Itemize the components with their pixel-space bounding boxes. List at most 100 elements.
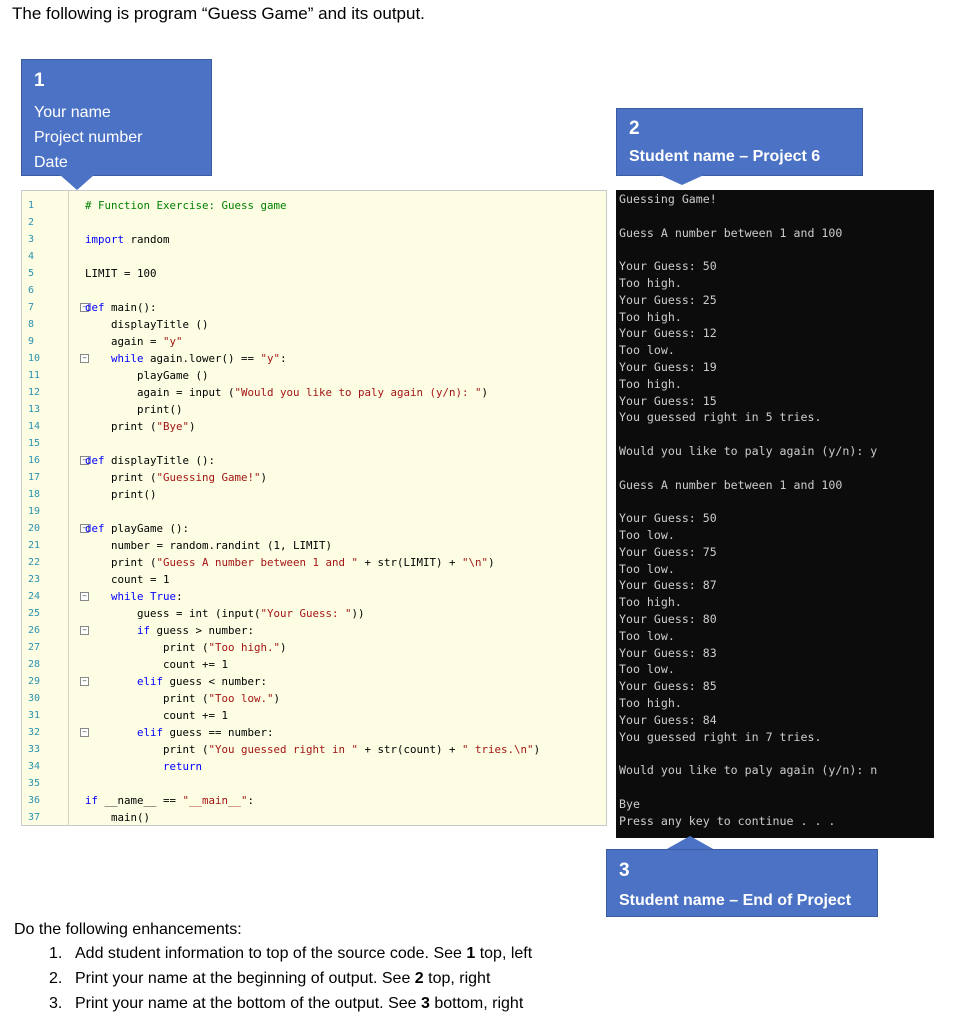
code-line: 10 − while again.lower() == "y":	[22, 350, 606, 367]
line-number: 12	[28, 387, 41, 398]
line-number: 20	[28, 523, 41, 534]
code-text: guess = int (input("Your Guess: "))	[85, 607, 365, 620]
code-line: 19	[22, 503, 606, 520]
fold-toggle-icon[interactable]: −	[80, 303, 89, 312]
code-line: 30 print ("Too low.")	[22, 690, 606, 707]
console-line: Your Guess: 50	[619, 511, 717, 526]
code-text: def playGame ():	[85, 522, 190, 535]
console-line: Guessing Game!	[619, 192, 717, 206]
code-line: 15	[22, 435, 606, 452]
line-number: 7	[28, 302, 35, 313]
line-number: 19	[28, 506, 41, 517]
fold-toggle-icon[interactable]: −	[80, 626, 89, 635]
line-number: 23	[28, 574, 41, 585]
code-text: print ("Too high.")	[85, 641, 287, 654]
fold-toggle-icon[interactable]: −	[80, 354, 89, 363]
line-number: 22	[28, 557, 41, 568]
callout-3-text: Student name – End of Project	[619, 892, 852, 909]
task-text-end: top, left	[475, 945, 533, 962]
fold-toggle-icon[interactable]: −	[80, 456, 89, 465]
console-line: Too high.	[619, 376, 682, 391]
line-number: 11	[28, 370, 41, 381]
fold-toggle-icon[interactable]: −	[80, 524, 89, 533]
task-item: 1.Add student information to top of the …	[49, 945, 532, 963]
console-line: You guessed right in 5 tries.	[619, 410, 822, 425]
line-number: 14	[28, 421, 41, 432]
callout-1: 1 Your name Project number Date	[21, 59, 212, 176]
line-number: 13	[28, 404, 41, 415]
console-line: Your Guess: 12	[619, 326, 717, 341]
console-line: Would you like to paly again (y/n): n	[619, 763, 878, 778]
code-text: def main():	[85, 301, 157, 314]
line-number: 36	[28, 795, 41, 806]
callout-1-number: 1	[34, 70, 45, 91]
code-text: elif guess < number:	[137, 675, 268, 688]
callout-1-line: Project number	[34, 129, 143, 146]
line-number: 34	[28, 761, 41, 772]
task-text: Print your name at the bottom of the out…	[75, 995, 421, 1012]
code-line: 34 return	[22, 758, 606, 775]
callout-3-number: 3	[619, 860, 630, 881]
code-line: 8 displayTitle ()	[22, 316, 606, 333]
console-line: Your Guess: 50	[619, 259, 717, 274]
line-number: 28	[28, 659, 41, 670]
callout-1-line: Date	[34, 154, 68, 171]
code-line: 13 print()	[22, 401, 606, 418]
line-number: 5	[28, 268, 35, 279]
code-text: main()	[85, 811, 151, 824]
code-line: 28 count += 1	[22, 656, 606, 673]
console-line: Too low.	[619, 528, 675, 542]
console-line: Too low.	[619, 628, 675, 643]
callout-2-pointer	[660, 175, 704, 185]
code-line: 2	[22, 214, 606, 231]
code-text: LIMIT = 100	[85, 267, 157, 280]
code-line: 7 −def main():	[22, 299, 606, 316]
code-line: 33 print ("You guessed right in " + str(…	[22, 741, 606, 758]
code-text: count += 1	[85, 658, 229, 671]
line-number: 1	[28, 200, 35, 211]
code-text: print()	[85, 488, 157, 501]
code-text: return	[163, 760, 203, 773]
line-number: 32	[28, 727, 41, 738]
task-ref: 2	[414, 970, 424, 987]
line-number: 30	[28, 693, 41, 704]
line-number: 25	[28, 608, 41, 619]
task-text-end: top, right	[423, 970, 491, 987]
code-text: print ("Guessing Game!")	[85, 471, 268, 484]
line-number: 31	[28, 710, 41, 721]
code-text: while again.lower() == "y":	[111, 352, 287, 365]
console-line: Your Guess: 19	[619, 360, 717, 374]
line-number: 17	[28, 472, 41, 483]
code-text: displayTitle ()	[85, 318, 209, 331]
fold-toggle-icon[interactable]: −	[80, 677, 89, 686]
code-line: 27 print ("Too high.")	[22, 639, 606, 656]
line-number: 10	[28, 353, 41, 364]
code-line: 35	[22, 775, 606, 792]
console-line: Too high.	[619, 309, 682, 324]
line-number: 35	[28, 778, 41, 789]
code-text: count += 1	[85, 709, 229, 722]
task-ref: 3	[420, 995, 430, 1012]
code-line: 25 guess = int (input("Your Guess: "))	[22, 605, 606, 622]
line-number-gutter	[22, 191, 69, 825]
fold-toggle-icon[interactable]: −	[80, 592, 89, 601]
line-number: 4	[28, 251, 35, 262]
task-text: Print your name at the beginning of outp…	[75, 970, 415, 987]
code-line: 31 count += 1	[22, 707, 606, 724]
code-text: elif guess == number:	[137, 726, 274, 739]
console-line: Too low.	[619, 561, 675, 576]
code-line: 26− if guess > number:	[22, 622, 606, 639]
fold-toggle-icon[interactable]: −	[80, 728, 89, 737]
code-line: 22 print ("Guess A number between 1 and …	[22, 554, 606, 571]
code-line: 17 print ("Guessing Game!")	[22, 469, 606, 486]
code-text: playGame ()	[85, 369, 209, 382]
console-line: Your Guess: 87	[619, 578, 717, 593]
console-line: Your Guess: 75	[619, 544, 717, 559]
code-line: 1# Function Exercise: Guess game	[22, 197, 606, 214]
line-number: 24	[28, 591, 41, 602]
line-number: 6	[28, 285, 35, 296]
console-line: Too high.	[619, 696, 682, 710]
code-line: 29− elif guess < number:	[22, 673, 606, 690]
tasks-title: Do the following enhancements:	[14, 921, 242, 938]
